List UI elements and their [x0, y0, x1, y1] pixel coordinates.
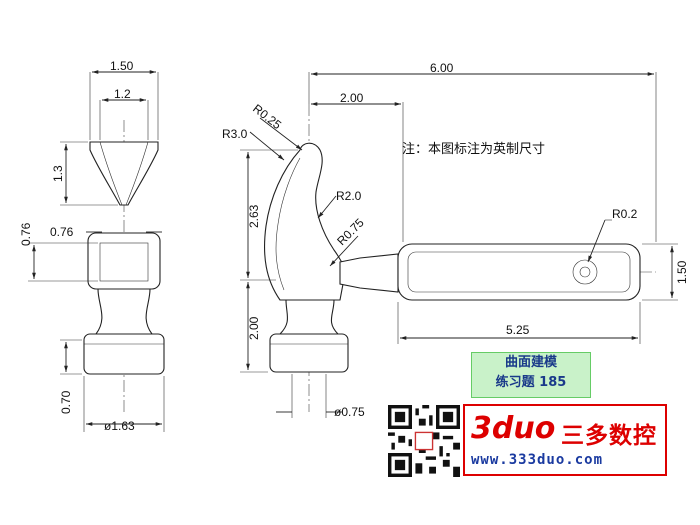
dim-left-cup-height: 1.3 [51, 165, 65, 182]
dim-handle-length: 5.25 [506, 323, 530, 337]
dim-base-diameter: ø0.75 [334, 405, 365, 419]
dim-overall-length: 6.00 [430, 61, 454, 75]
dim-left-base-height: 0.70 [59, 390, 73, 414]
brand-logo: 3duo [471, 411, 556, 446]
dim-handle-height: 1.50 [675, 260, 689, 284]
dim-head-offset: 2.00 [340, 91, 364, 105]
exercise-title: 曲面建模 [504, 355, 557, 370]
exercise-label-box: 曲面建模 练习题 185 [471, 352, 591, 398]
dim-handle-hole-radius: R0.2 [612, 207, 638, 221]
dim-radius-inner: R2.0 [336, 189, 362, 203]
dim-radius-neck: R0.75 [334, 215, 367, 248]
exercise-number: 练习题 185 [495, 375, 567, 390]
side-view: 1.50 1.2 1.3 0.76 0.76 0.70 ø1.63 [19, 59, 165, 433]
dim-radius-tip: R0.25 [250, 101, 284, 132]
brand-name: 三多数控 [561, 423, 657, 449]
dim-left-neck-height: 0.76 [19, 222, 33, 246]
imperial-units-note: 注：本图标注为英制尺寸 [402, 142, 546, 157]
qr-code-icon [388, 405, 460, 477]
dim-left-top-width: 1.50 [110, 59, 134, 73]
dim-head-height: 2.63 [247, 204, 261, 228]
dim-radius-back: R3.0 [222, 127, 248, 141]
brand-banner: 3duo 三多数控 www.333duo.com [463, 404, 667, 476]
dim-left-neck-width: 0.76 [50, 225, 74, 239]
dim-base-height: 2.00 [247, 316, 261, 340]
dim-left-cup-width: 1.2 [114, 87, 131, 101]
brand-url[interactable]: www.333duo.com [471, 452, 604, 468]
dim-left-base-diameter: ø1.63 [104, 419, 135, 433]
front-view: 6.00 2.00 R0.25 R3.0 2.63 R2.0 R0.75 2.0… [222, 61, 689, 419]
